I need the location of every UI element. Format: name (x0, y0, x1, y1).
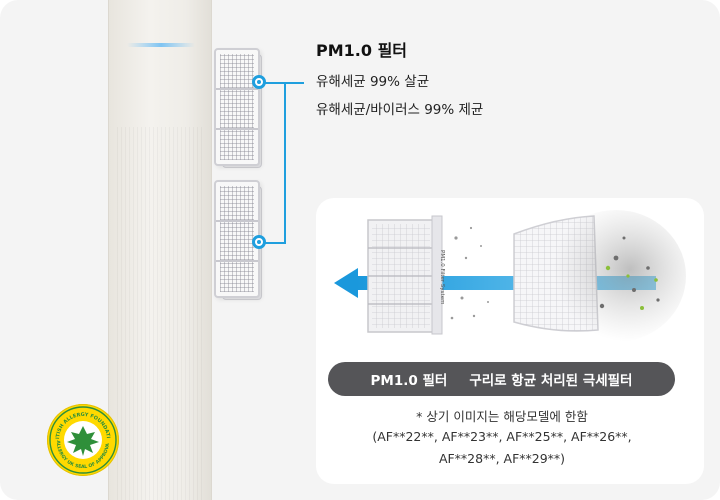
hotspot-dot-lower (252, 235, 266, 249)
feature-virus-removal: 유해세균/바이러스 99% 제균 (316, 102, 484, 118)
filter-detail-card: PM1.0 Filter System (316, 198, 704, 484)
feature-sterilization: 유해세균 99% 살균 (316, 74, 430, 90)
filter-airflow-diagram: PM1.0 Filter System (334, 210, 686, 342)
connector-line-vertical (284, 82, 286, 244)
dust-particles-right (599, 236, 660, 309)
model-note-line-3: AF**28**, AF**29**) (438, 451, 566, 466)
hotspot-dot-upper (252, 75, 266, 89)
allergy-uk-seal: BRITISH ALLERGY FOUNDATION ALLERGY UK SE… (45, 400, 119, 476)
tower-display-light (127, 43, 195, 47)
connector-line-upper (264, 82, 286, 84)
allergy-seal-icon: BRITISH ALLERGY FOUNDATION ALLERGY UK SE… (45, 400, 117, 474)
airflow-arrow-head (334, 268, 358, 298)
green-particles (605, 265, 658, 310)
banner-left-label: PM1.0 필터 (370, 373, 448, 389)
connector-line-text (284, 82, 304, 84)
air-purifier-tower (108, 0, 212, 500)
filter-side-label: PM1.0 Filter System (439, 250, 445, 304)
dust-cloud (546, 210, 686, 342)
model-note-line-1: * 상기 이미지는 해당모델에 한함 (416, 409, 588, 424)
tower-grille (117, 127, 205, 500)
filter-panel-upper (214, 48, 260, 166)
model-note-line-2: (AF**22**, AF**23**, AF**25**, AF**26**, (372, 429, 632, 444)
filter-title: PM1.0 필터 (316, 41, 408, 60)
banner-right-label: 구리로 항균 처리된 극세필터 (469, 373, 633, 389)
connector-line-lower (264, 242, 286, 244)
pm10-filter-panel (367, 215, 443, 335)
seal-leaf (67, 426, 99, 456)
filter-label-banner: PM1.0 필터 구리로 항균 처리된 극세필터 (328, 362, 675, 396)
dust-particles-middle (450, 226, 489, 320)
